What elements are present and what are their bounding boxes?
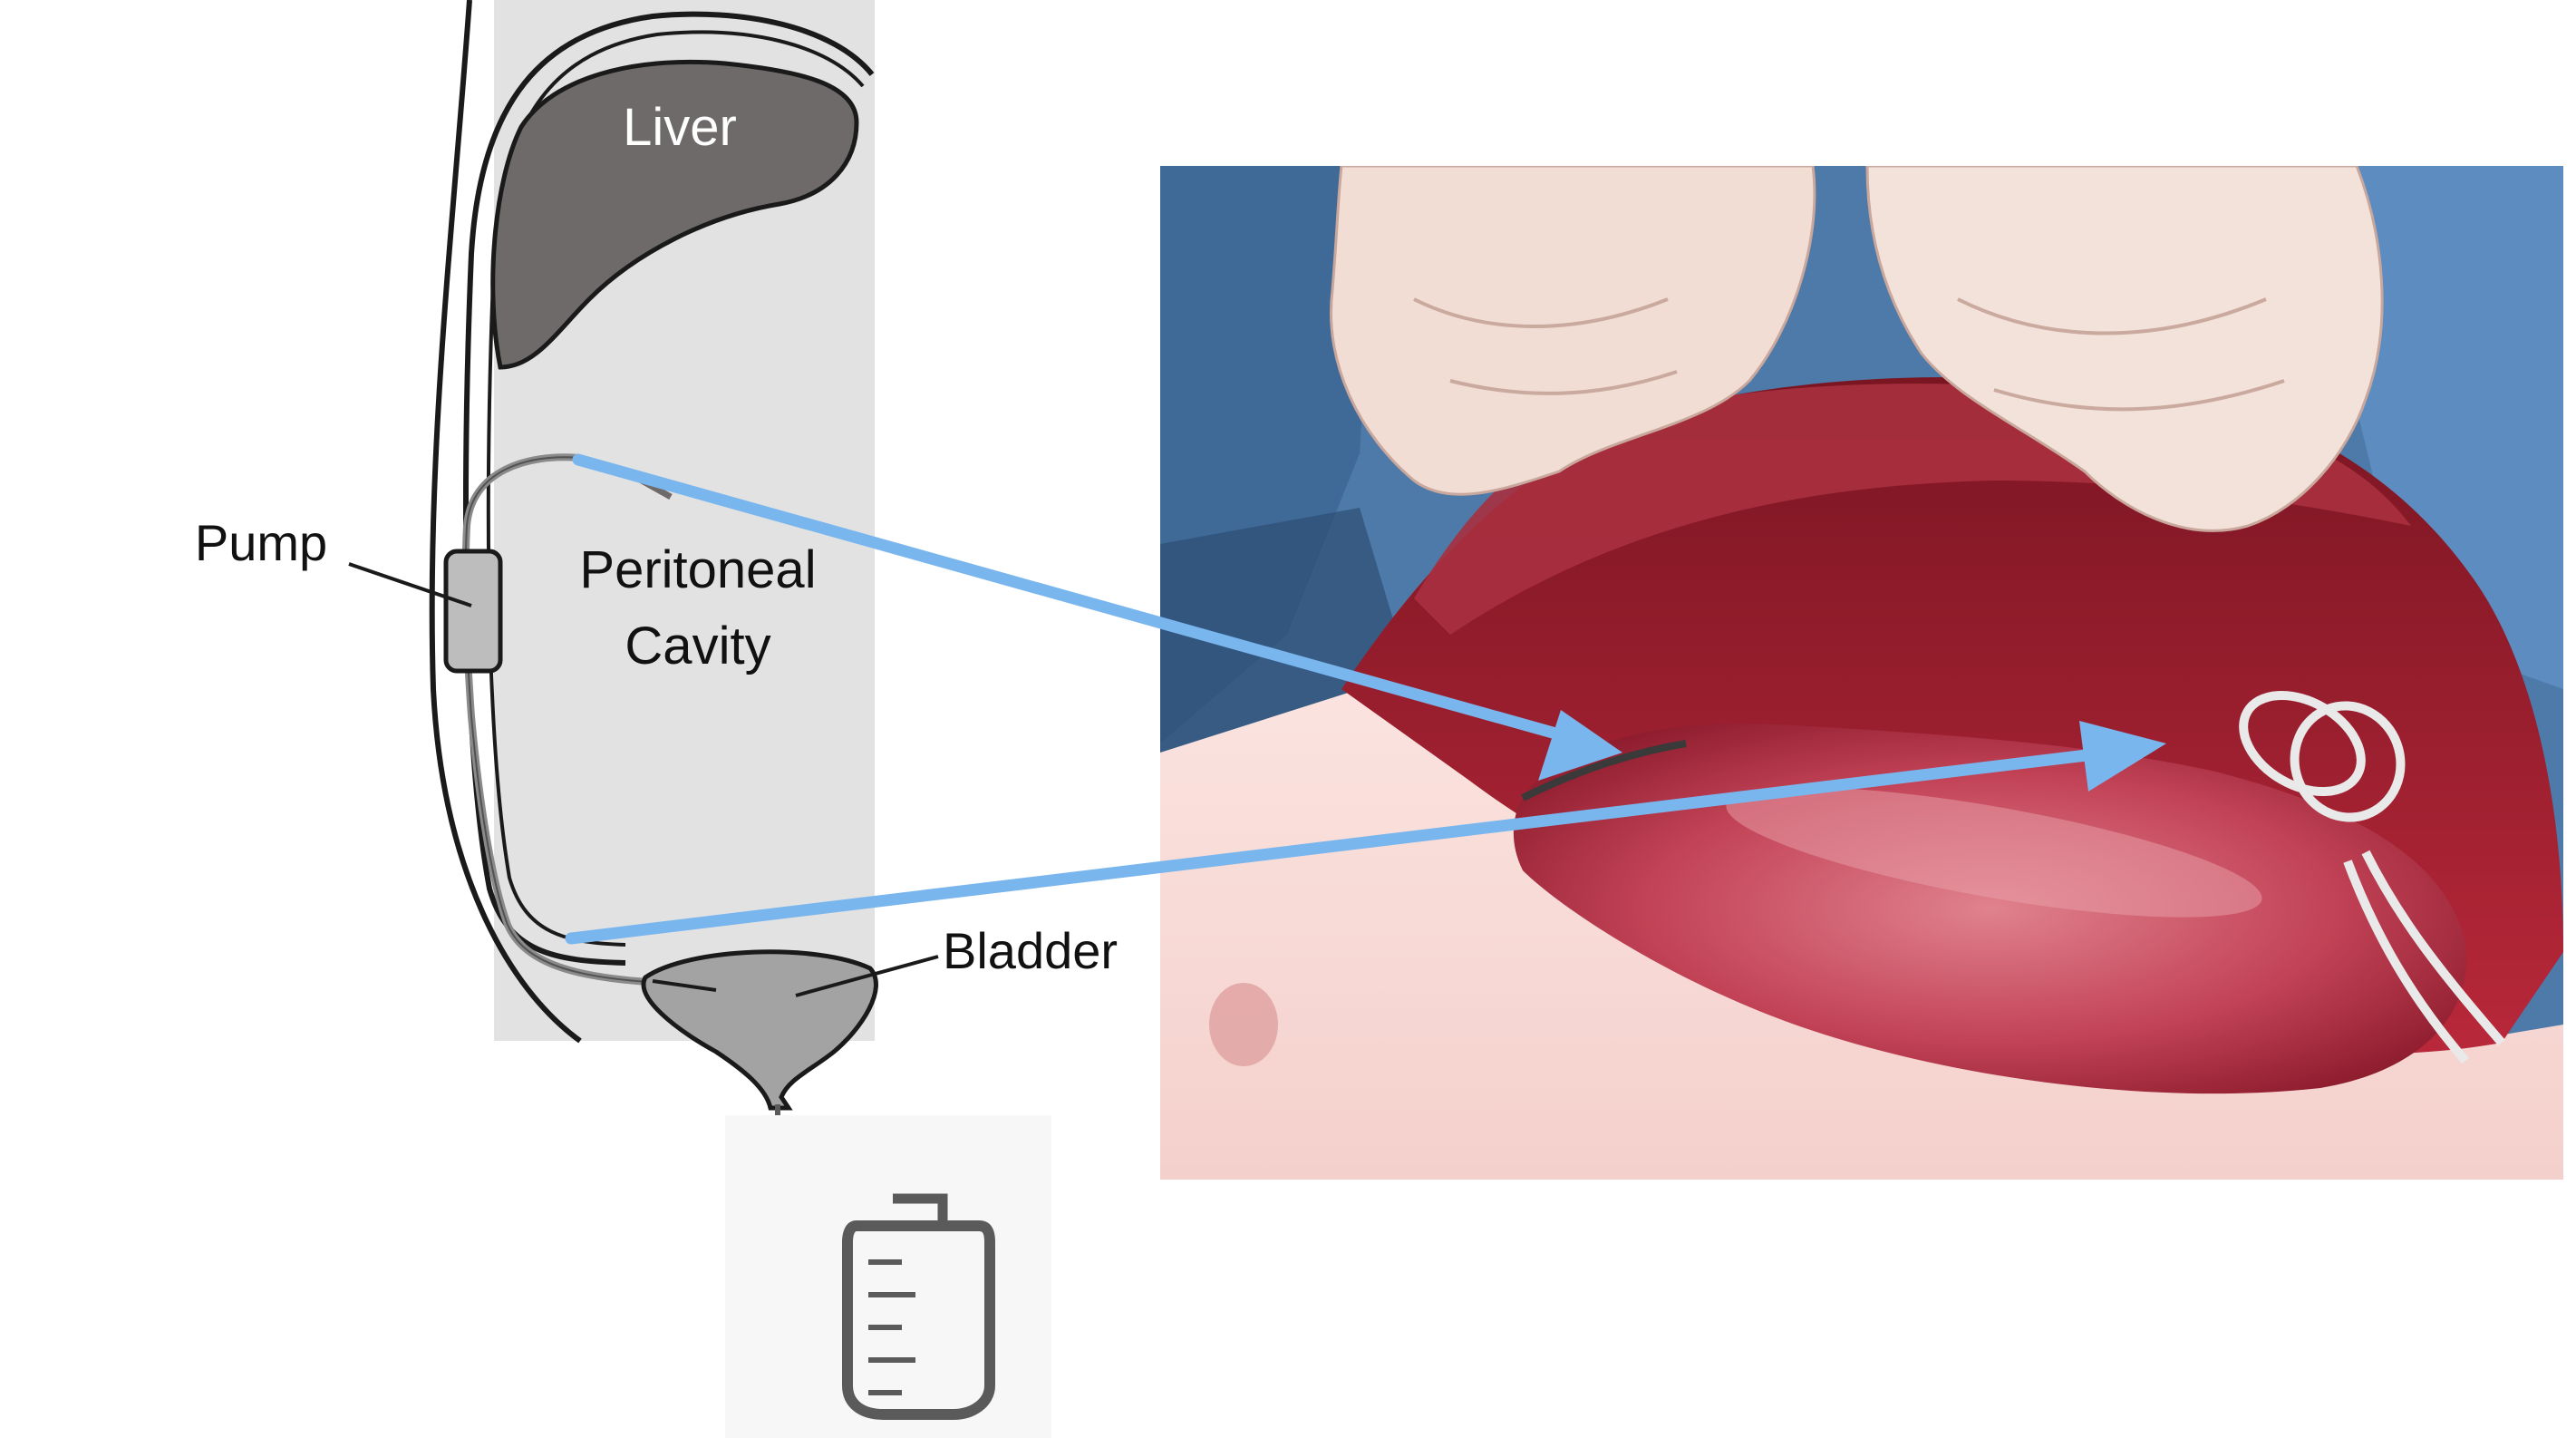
bag-body-outline (842, 1220, 995, 1420)
connector-arrows (565, 453, 2166, 945)
bowel-highlight (1726, 787, 2262, 918)
peritoneal-label-line2: Cavity (625, 617, 770, 675)
bladder-shape (641, 949, 878, 1111)
bladder-label: Bladder (943, 922, 1118, 979)
arrow-bladder-line (565, 748, 2100, 945)
anatomy-schematic: Liver Pump Peritoneal Cavity Bladder (195, 0, 1118, 1438)
collection-bag-icon (725, 1115, 1051, 1438)
pump-device (443, 549, 503, 674)
peritoneum-outer (463, 11, 875, 966)
bladder-leader-line (795, 955, 939, 997)
bladder-inner-line (652, 979, 717, 992)
arrow-pump-head (1538, 710, 1622, 781)
surgical-photo (1160, 166, 2563, 1180)
pump-label: Pump (195, 514, 327, 571)
body-wall-line (429, 0, 582, 1044)
pump-tube-outline (464, 456, 690, 985)
glove-knuckles-left (1413, 297, 1678, 395)
peritoneal-label-line1: Peritoneal (579, 540, 816, 599)
skin-lower (1160, 689, 2563, 1180)
liver-shape (490, 59, 859, 370)
glove-knuckles-right (1957, 297, 2285, 412)
bag-neck-outline (893, 1193, 948, 1226)
pump-leader-line (348, 562, 472, 607)
liver-label: Liver (623, 98, 737, 157)
glove-hand-right (1865, 166, 2384, 532)
arrow-pump-line (572, 453, 1565, 741)
arrow-bladder-head (2079, 721, 2166, 792)
skin-blemish (1209, 983, 1278, 1066)
glove-hand-left (1330, 166, 1816, 496)
cavity-tube-line (1521, 740, 1687, 802)
device-tubing (2239, 690, 2505, 1064)
